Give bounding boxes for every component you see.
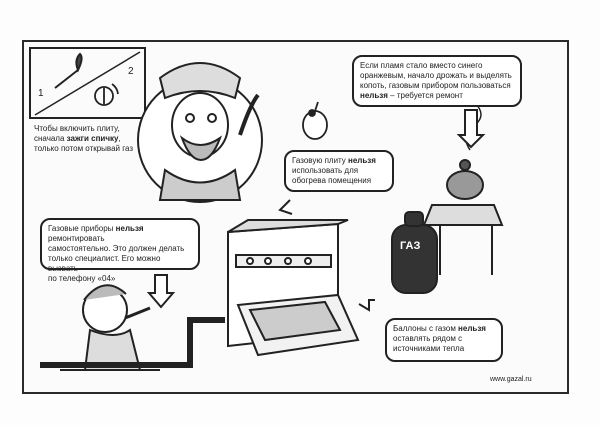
bubble-text-line: оставлять рядом с xyxy=(393,334,463,343)
heating-warning-bubble: Газовую плиту нельзя использовать для об… xyxy=(284,150,394,192)
flame-warning-bubble: Если пламя стало вместо синего оранжевым… xyxy=(352,55,522,107)
pointer-arrows xyxy=(146,109,486,312)
cylinder-label: ГАЗ xyxy=(400,240,421,252)
match-instruction-bubble: Чтобы включить плиту, сначала зажги спич… xyxy=(28,120,156,160)
bubble-text-line: только специалист. Его можно вызвать xyxy=(48,254,161,273)
bubble-text-line: только потом открывай газ xyxy=(34,144,134,153)
website-credit: www.gazal.ru xyxy=(490,376,532,383)
match-knob-panel xyxy=(29,47,146,119)
gas-pipe xyxy=(40,317,225,368)
table-with-kettle xyxy=(422,159,504,275)
bubble-text-line: нельзя – требуется ремонт xyxy=(360,91,463,100)
bubble-text-line: сначала зажги спичку, xyxy=(34,134,121,143)
bubble-text-line: Чтобы включить плиту, xyxy=(34,124,120,133)
bubble-text-line: Газовые приборы нельзя ремонтировать xyxy=(48,224,144,243)
bubble-text-line: оранжевым, начало дрожать и выделять xyxy=(360,71,512,80)
bubble-text-line: самостоятельно. Это должен делать xyxy=(48,244,185,253)
bubble-text-line: обогрева помещения xyxy=(292,176,372,185)
bubble-text-line: копоть, газовым прибором пользоваться xyxy=(360,81,511,90)
repair-warning-bubble: Газовые приборы нельзя ремонтировать сам… xyxy=(40,218,200,283)
gas-cylinder xyxy=(391,211,438,294)
gas-knob-icon xyxy=(94,83,119,106)
step-number-2: 2 xyxy=(128,66,134,77)
bubble-text-line: источниками тепла xyxy=(393,344,465,353)
gas-stove xyxy=(227,219,360,357)
bubble-text-line: Если пламя стало вместо синего xyxy=(360,61,483,70)
cylinder-warning-bubble: Баллоны с газом нельзя оставлять рядом с… xyxy=(385,318,503,362)
bird-icon xyxy=(302,101,328,140)
bubble-text-line: Газовую плиту нельзя xyxy=(292,156,376,165)
bubble-text-line: по телефону «04» xyxy=(48,274,116,283)
step-number-1: 1 xyxy=(38,88,44,99)
bubble-text-line: использовать для xyxy=(292,166,359,175)
bubble-text-line: Баллоны с газом нельзя xyxy=(393,324,486,333)
man-with-finger-raised xyxy=(137,62,263,203)
match-icon xyxy=(54,52,83,89)
boy-with-wrench xyxy=(60,284,160,371)
